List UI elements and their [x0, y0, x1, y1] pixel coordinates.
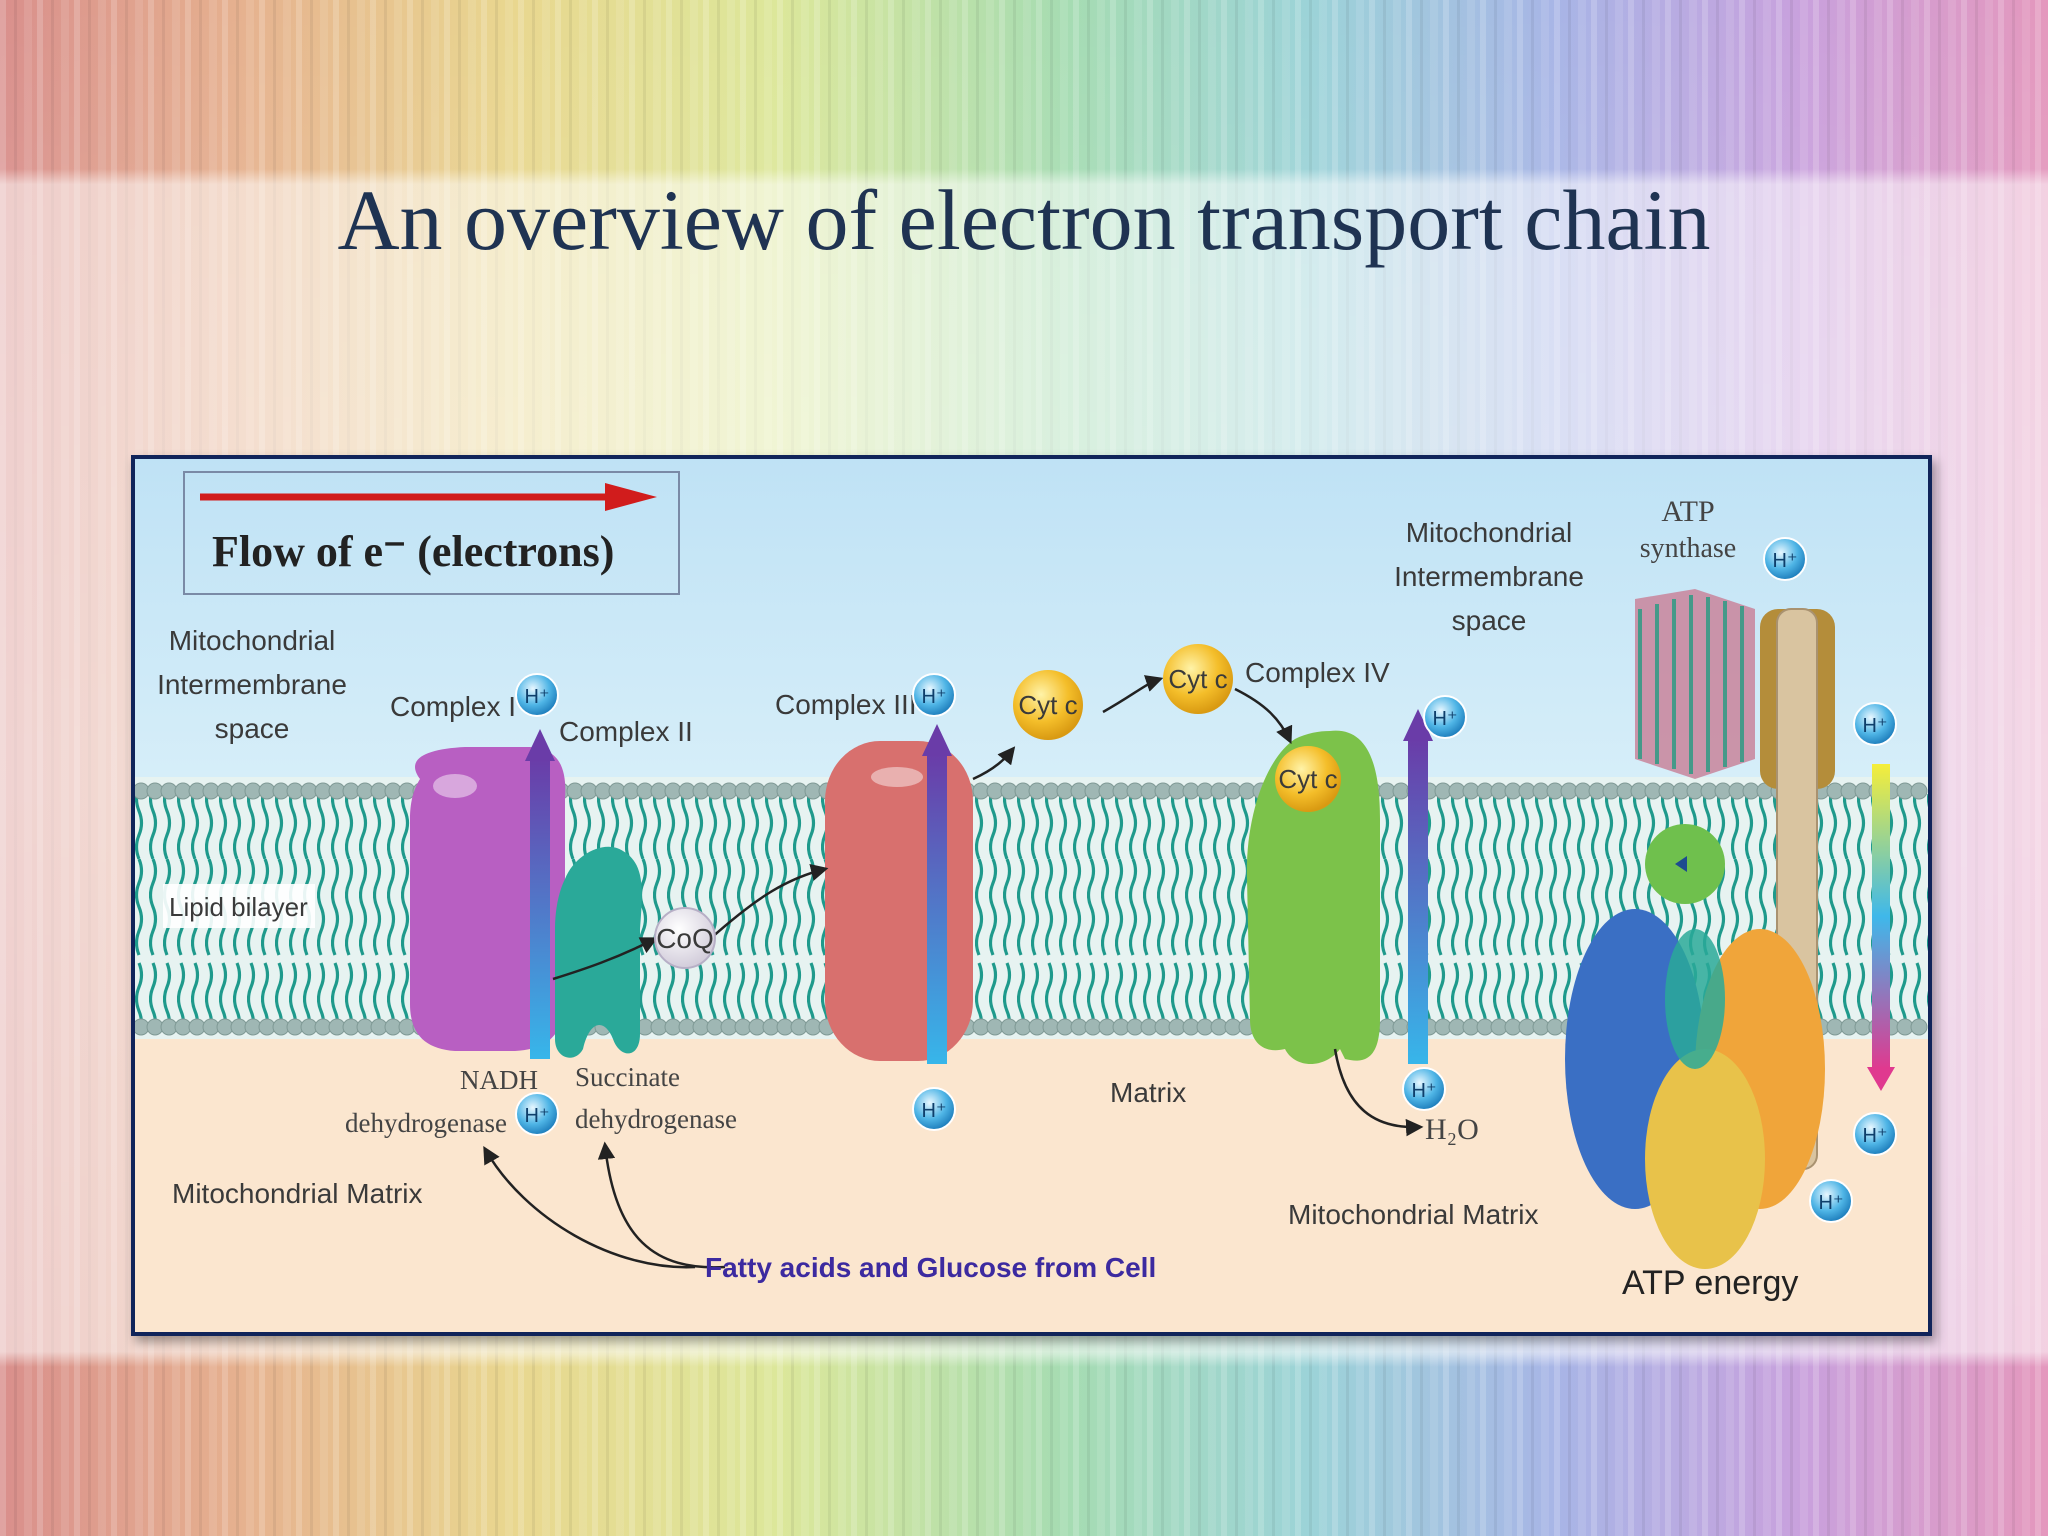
cyt-c-3: Cyt c [1275, 746, 1341, 812]
atp-synthase-label-line1: ATP [1661, 495, 1714, 528]
lipid-head [1910, 1018, 1928, 1036]
water-label: H₂O [1425, 1113, 1479, 1146]
diagram-frame: Flow of e⁻ (electrons) Mitochondrial Int… [131, 455, 1932, 1336]
intermembrane-label-left: Mitochondrial Intermembrane space [157, 625, 347, 744]
atp-synthase: ATP synthase [1565, 495, 1835, 1269]
proton-icon: H⁺ [1763, 537, 1807, 581]
proton-pump-arrow-1 [525, 729, 555, 1059]
proton-icon: H⁺ [1853, 1112, 1897, 1156]
proton-icon: H⁺ [515, 1092, 559, 1136]
proton-icon: H⁺ [1423, 695, 1467, 739]
proton-icon: H⁺ [912, 1087, 956, 1131]
svg-text:H⁺: H⁺ [1863, 715, 1888, 737]
atp-proton-flow-arrow [1867, 764, 1895, 1091]
complex-4: Complex IV [1245, 657, 1390, 1064]
svg-text:space: space [215, 713, 290, 744]
cyt-c-2: Cyt c [1163, 644, 1233, 714]
svg-text:H⁺: H⁺ [1863, 1125, 1888, 1147]
matrix-label: Matrix [1110, 1077, 1186, 1108]
svg-text:H⁺: H⁺ [922, 686, 947, 708]
proton-pump-arrow-4 [1403, 709, 1433, 1064]
svg-text:CoQ: CoQ [656, 923, 714, 954]
lipid-heads-top [135, 782, 1928, 800]
svg-text:Cyt c: Cyt c [1168, 664, 1227, 694]
complex-2: Complex II Succinate dehydrogenase [555, 716, 737, 1134]
complex-4-label: Complex IV [1245, 657, 1390, 688]
proton-group: H⁺ H⁺ H⁺ H⁺ H⁺ H⁺ H⁺ H⁺ H⁺ H⁺ [515, 537, 1897, 1223]
intermembrane-label-right: Mitochondrial Intermembrane space [1394, 517, 1584, 636]
svg-text:space: space [1452, 605, 1527, 636]
lipid-head [1910, 782, 1928, 800]
etc-diagram: Flow of e⁻ (electrons) Mitochondrial Int… [135, 459, 1928, 1332]
svg-text:Mitochondrial: Mitochondrial [1406, 517, 1573, 548]
complex-2-label: Complex II [559, 716, 693, 747]
atp-energy-label: ATP energy [1622, 1264, 1798, 1302]
fuel-source-label: Fatty acids and Glucose from Cell [705, 1252, 1156, 1283]
complex-2-enzyme-line2: dehydrogenase [575, 1104, 737, 1134]
cyt-c-1: Cyt c [1013, 670, 1083, 740]
svg-text:H⁺: H⁺ [1773, 550, 1798, 572]
proton-icon: H⁺ [1402, 1067, 1446, 1111]
proton-icon: H⁺ [515, 673, 559, 717]
atp-synthase-label-line2: synthase [1640, 533, 1736, 564]
complex-1-enzyme-line1: NADH [460, 1065, 538, 1095]
svg-text:H⁺: H⁺ [525, 686, 550, 708]
complex-3-label: Complex III [775, 689, 917, 720]
svg-text:H⁺: H⁺ [922, 1100, 947, 1122]
coq-carrier: CoQ [654, 907, 716, 969]
electron-flow-legend: Flow of e⁻ (electrons) [183, 471, 680, 595]
proton-icon: H⁺ [912, 673, 956, 717]
complex-2-enzyme-line1: Succinate [575, 1062, 680, 1092]
svg-text:H⁺: H⁺ [1433, 708, 1458, 730]
legend-label: Flow of e⁻ (electrons) [212, 527, 614, 576]
proton-pump-arrow-3 [922, 724, 952, 1064]
svg-text:Mitochondrial: Mitochondrial [169, 625, 336, 656]
matrix-label-left: Mitochondrial Matrix [172, 1178, 423, 1209]
svg-text:H⁺: H⁺ [525, 1105, 550, 1127]
complex-1: Complex I NADH dehydrogenase [345, 691, 566, 1138]
proton-icon: H⁺ [1809, 1179, 1853, 1223]
svg-text:Intermembrane: Intermembrane [1394, 561, 1584, 592]
svg-text:Cyt c: Cyt c [1278, 764, 1337, 794]
svg-text:H⁺: H⁺ [1412, 1080, 1437, 1102]
electron-flow-path [483, 675, 1424, 1269]
complex-1-label: Complex I [390, 691, 516, 722]
lipid-bilayer-label: Lipid bilayer [169, 892, 308, 922]
slide-title: An overview of electron transport chain [337, 172, 1711, 268]
complex-1-enzyme-line2: dehydrogenase [345, 1108, 507, 1138]
svg-text:H⁺: H⁺ [1819, 1192, 1844, 1214]
svg-text:Cyt c: Cyt c [1018, 690, 1077, 720]
matrix-label-right: Mitochondrial Matrix [1288, 1199, 1539, 1230]
svg-text:Intermembrane: Intermembrane [157, 669, 347, 700]
proton-icon: H⁺ [1853, 702, 1897, 746]
